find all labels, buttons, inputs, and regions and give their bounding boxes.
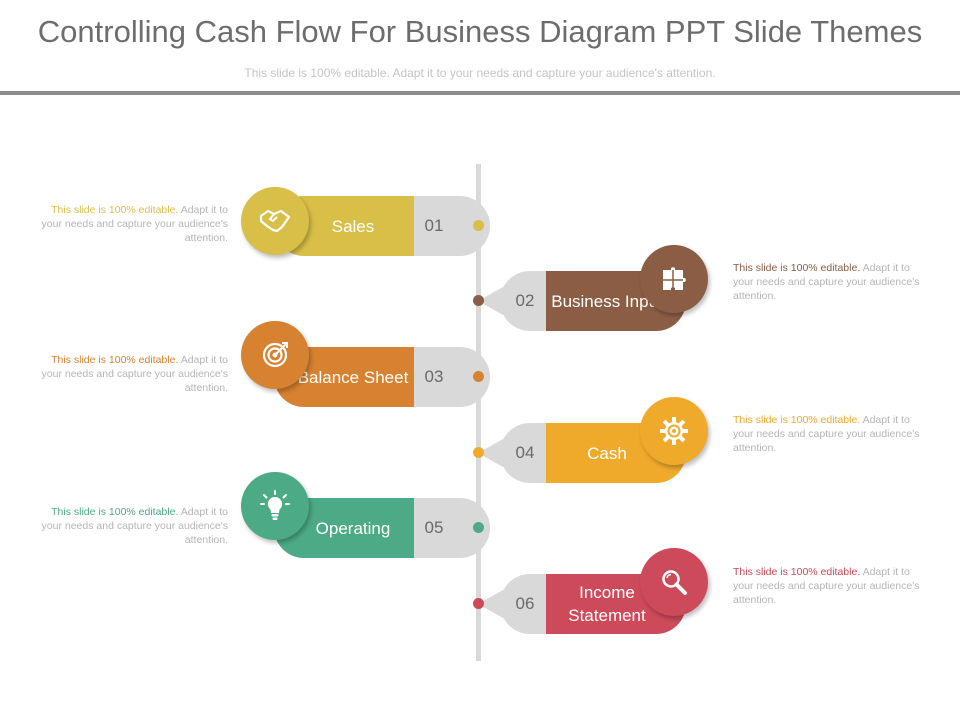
step-note: This slide is 100% editable. Adapt it to…	[733, 413, 923, 455]
note-text: Adapt it to your needs and capture your …	[733, 414, 920, 454]
pointer-arrow	[455, 514, 480, 542]
note-highlight: This slide is 100% editable.	[51, 506, 179, 518]
step-icon-badge	[241, 187, 309, 255]
puzzle-icon	[663, 267, 686, 290]
title-divider	[0, 91, 960, 95]
pointer-arrow	[478, 590, 503, 618]
note-text: Adapt it to your needs and capture your …	[733, 262, 920, 302]
handshake-icon	[259, 209, 291, 233]
step-icon-badge	[640, 548, 708, 616]
note-highlight: This slide is 100% editable.	[733, 262, 861, 274]
note-highlight: This slide is 100% editable.	[733, 414, 861, 426]
timeline-spine	[476, 164, 481, 661]
step-number: 03	[424, 367, 444, 386]
note-text: Adapt it to your needs and capture your …	[41, 204, 228, 244]
timeline-dot	[473, 295, 484, 306]
step-note: This slide is 100% editable. Adapt it to…	[38, 203, 228, 245]
lightbulb-icon	[260, 490, 290, 520]
timeline-dot	[473, 447, 484, 458]
step-note: This slide is 100% editable. Adapt it to…	[733, 565, 923, 607]
note-text: Adapt it to your needs and capture your …	[41, 506, 228, 546]
note-highlight: This slide is 100% editable.	[51, 354, 179, 366]
target-icon	[262, 342, 288, 368]
timeline-dot	[473, 522, 484, 533]
timeline-dot	[473, 371, 484, 382]
slide-title: Controlling Cash Flow For Business Diagr…	[37, 14, 923, 49]
note-highlight: This slide is 100% editable.	[51, 204, 179, 216]
step-number: 04	[515, 443, 535, 462]
timeline-dot	[473, 598, 484, 609]
gear-icon	[660, 417, 688, 445]
pointer-arrow	[455, 212, 480, 240]
note-text: Adapt it to your needs and capture your …	[41, 354, 228, 394]
step-icon-badge	[241, 321, 309, 389]
note-highlight: This slide is 100% editable.	[733, 566, 861, 578]
timeline-dot	[473, 220, 484, 231]
step-number: 02	[515, 291, 535, 310]
slide-subtitle: This slide is 100% editable. Adapt it to…	[244, 66, 716, 80]
step-number: 01	[424, 216, 444, 235]
note-text: Adapt it to your needs and capture your …	[733, 566, 920, 606]
step-note: This slide is 100% editable. Adapt it to…	[38, 505, 228, 547]
step-label: Balance Sheet	[274, 347, 414, 407]
step-note: This slide is 100% editable. Adapt it to…	[733, 261, 923, 303]
magnifier-icon	[662, 570, 687, 595]
step-note: This slide is 100% editable. Adapt it to…	[38, 353, 228, 395]
step-icon-badge	[241, 472, 309, 540]
step-number: 06	[515, 594, 535, 613]
pointer-arrow	[478, 439, 503, 467]
pointer-arrow	[478, 287, 503, 315]
step-icon-badge	[640, 397, 708, 465]
step-number: 05	[424, 518, 444, 537]
pointer-arrow	[455, 363, 480, 391]
step-icon-badge	[640, 245, 708, 313]
